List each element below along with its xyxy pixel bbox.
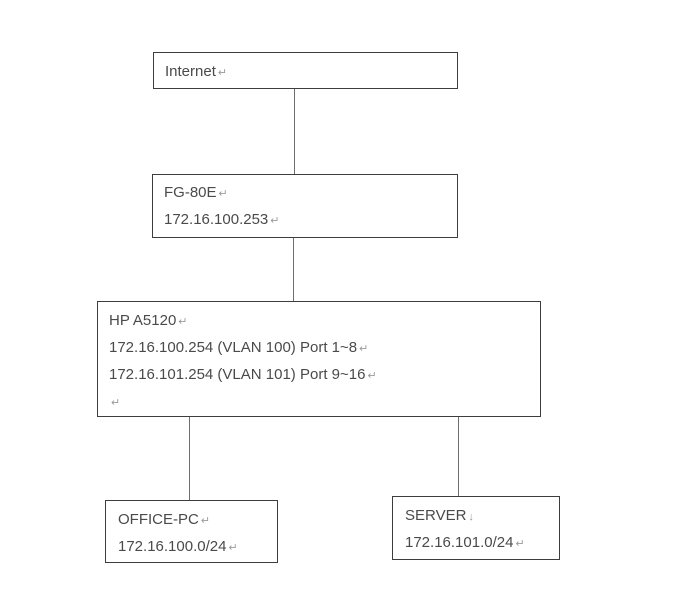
node-label: FG-80E↵ [164,180,457,207]
node-ip-address: 172.16.100.253↵ [164,207,457,234]
paragraph-mark-icon: ↵ [367,370,377,382]
paragraph-mark-icon: ↵ [178,316,188,328]
paragraph-mark-icon: ↵ [515,538,525,550]
node-subnet: 172.16.101.0/24↵ [405,530,559,557]
node-vlan100-detail: 172.16.100.254 (VLAN 100) Port 1~8↵ [109,335,540,362]
line-break-mark-icon: ↓ [468,511,474,523]
link-fg80e-hpa5120 [293,238,294,301]
node-label: HP A5120↵ [109,308,540,335]
node-label-text: Internet [165,63,216,80]
empty-line: ↵ [109,389,540,416]
paragraph-mark-icon: ↵ [270,215,280,227]
link-hpa5120-server [458,417,459,496]
node-fg80e-firewall: FG-80E↵ 172.16.100.253↵ [152,174,458,238]
node-label-text: HP A5120 [109,312,177,329]
node-vlan101-detail: 172.16.101.254 (VLAN 101) Port 9~16↵ [109,362,540,389]
paragraph-mark-icon: ↵ [217,67,228,79]
node-subnet: 172.16.100.0/24↵ [118,534,277,561]
node-subnet-text: 172.16.101.0/24 [405,534,514,551]
node-label: OFFICE-PC↵ [118,507,277,534]
node-label: SERVER↓ [405,503,559,530]
paragraph-mark-icon: ↵ [218,188,228,200]
node-hpa5120-switch: HP A5120↵ 172.16.100.254 (VLAN 100) Port… [97,301,541,417]
paragraph-mark-icon: ↵ [359,343,369,355]
node-label-text: OFFICE-PC [118,511,199,528]
node-label: Internet↵ [165,59,457,86]
link-internet-fg80e [294,89,295,174]
node-vlan101-text: 172.16.101.254 (VLAN 101) Port 9~16 [109,366,366,383]
paragraph-mark-icon: ↵ [228,542,238,554]
paragraph-mark-icon: ↵ [111,397,121,409]
link-hpa5120-officepc [189,417,190,500]
node-ip-text: 172.16.100.253 [164,211,269,228]
node-vlan100-text: 172.16.100.254 (VLAN 100) Port 1~8 [109,339,358,356]
node-label-text: FG-80E [164,184,217,201]
paragraph-mark-icon: ↵ [200,515,211,527]
node-label-text: SERVER [405,507,467,524]
node-subnet-text: 172.16.100.0/24 [118,538,227,555]
node-internet: Internet↵ [153,52,458,89]
node-office-pc: OFFICE-PC↵ 172.16.100.0/24↵ [105,500,278,563]
node-server: SERVER↓ 172.16.101.0/24↵ [392,496,560,560]
